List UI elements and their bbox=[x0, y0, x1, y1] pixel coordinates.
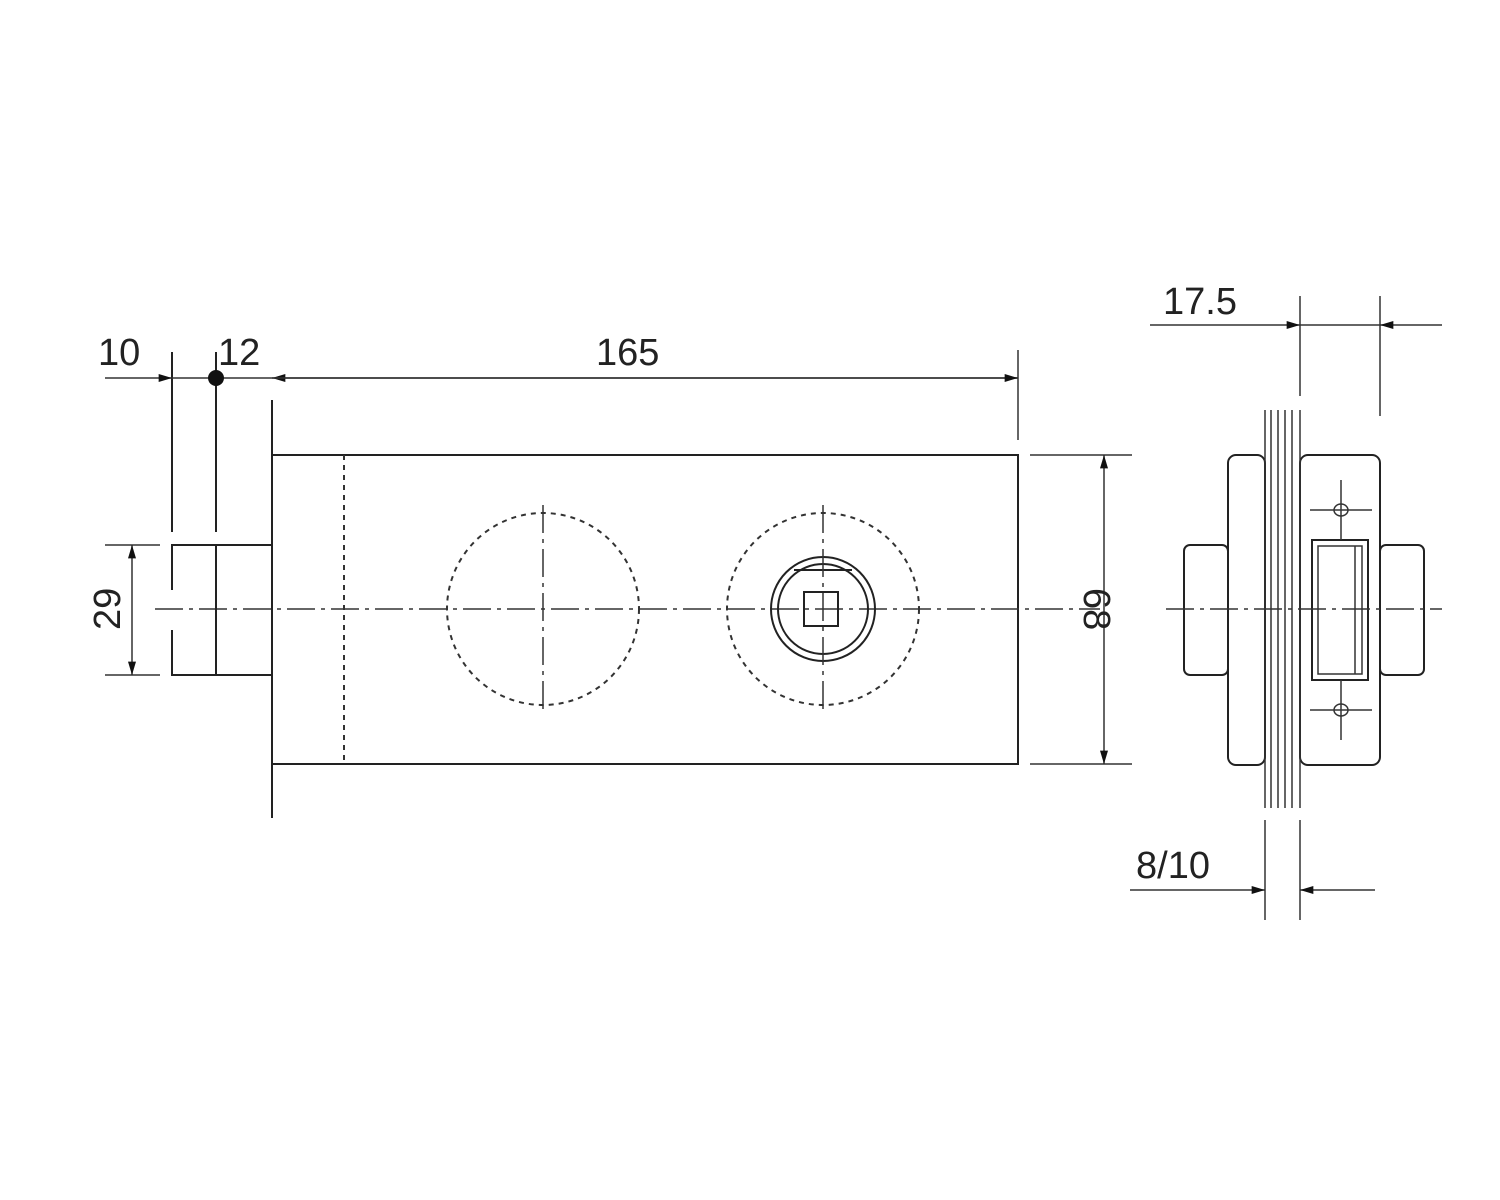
dim-8-10: 8/10 bbox=[1136, 845, 1210, 887]
right-knob bbox=[1379, 544, 1425, 676]
latch-slot bbox=[1311, 539, 1369, 681]
reference-dot bbox=[208, 370, 224, 386]
left-rose bbox=[1227, 454, 1266, 766]
dim-165: 165 bbox=[596, 332, 659, 374]
cylinder bbox=[726, 505, 920, 715]
front-view: 10 12 165 29 68 bbox=[87, 332, 1132, 818]
screw-top bbox=[1310, 480, 1372, 540]
side-view: 17.5 8/10 bbox=[1130, 281, 1442, 920]
dim-17-5: 17.5 bbox=[1163, 281, 1237, 323]
dim-10: 10 bbox=[98, 332, 140, 374]
left-knob bbox=[1183, 544, 1229, 676]
dim-12: 12 bbox=[218, 332, 260, 374]
screw-bottom bbox=[1310, 680, 1372, 740]
latch-bolt bbox=[171, 352, 272, 676]
dim-68: 68 bbox=[1075, 588, 1117, 630]
dim-29: 29 bbox=[87, 588, 129, 630]
